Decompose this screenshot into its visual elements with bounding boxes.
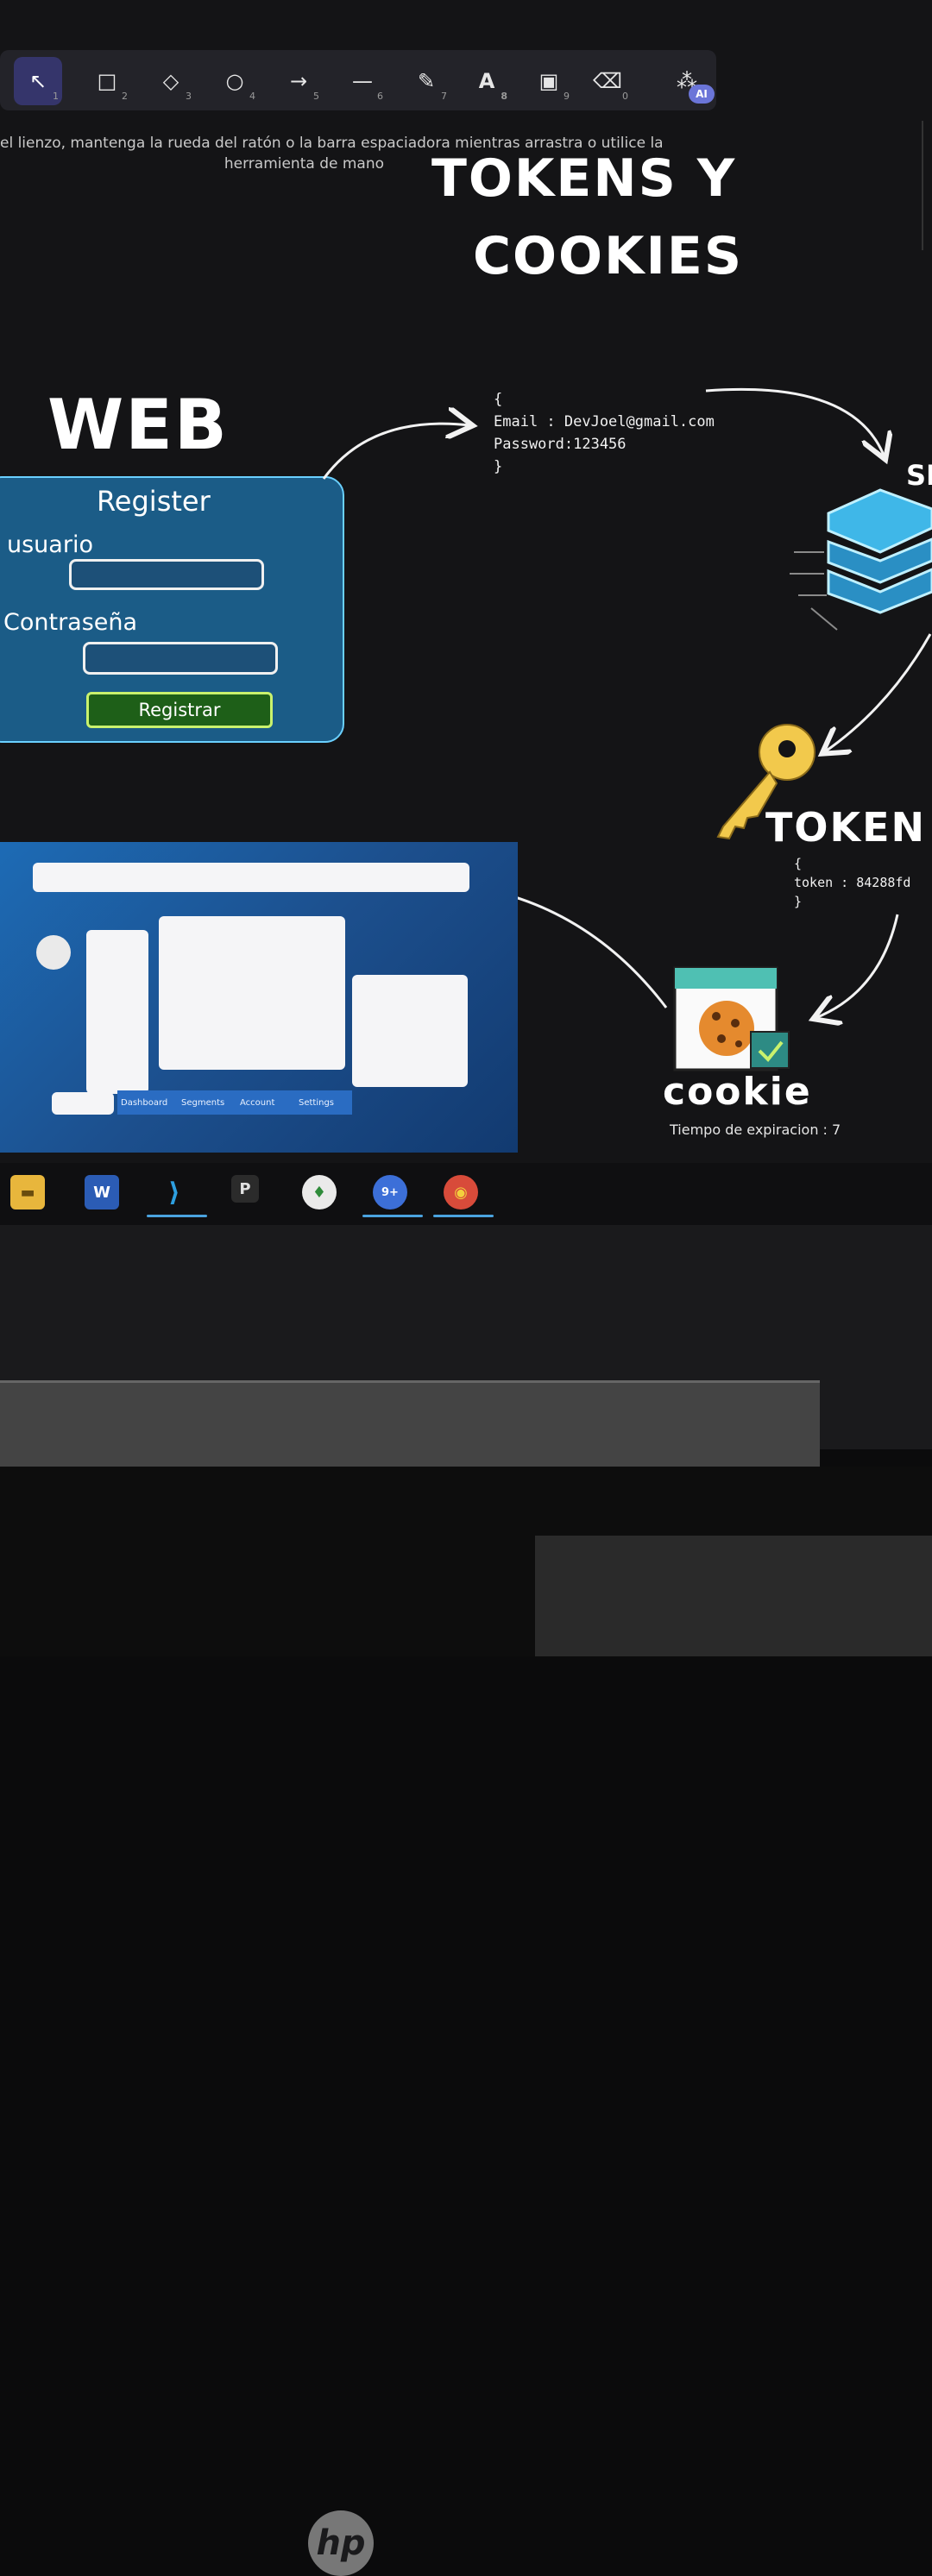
- hint-line-2: herramienta de mano: [224, 155, 384, 173]
- server-icon: [790, 488, 932, 631]
- app-p-icon[interactable]: P: [231, 1175, 259, 1203]
- dashboard-tab[interactable]: Segments: [181, 1098, 225, 1108]
- diamond-icon[interactable]: ◇3: [147, 57, 195, 105]
- key-icon: [716, 724, 816, 840]
- pencil-icon[interactable]: ✎7: [402, 57, 450, 105]
- register-button[interactable]: Registrar: [86, 692, 273, 728]
- dashboard-tab[interactable]: Dashboard: [121, 1098, 168, 1108]
- register-title: Register: [97, 485, 211, 518]
- username-input[interactable]: [69, 559, 264, 590]
- tool-glyph: —: [352, 69, 373, 93]
- file-explorer-icon[interactable]: ▬: [10, 1175, 45, 1209]
- arrow-token-to-cookie: [816, 914, 899, 1018]
- app-active-indicator: [362, 1215, 423, 1217]
- username-label: usuario: [7, 531, 93, 558]
- tool-glyph: ⌫: [593, 69, 622, 93]
- arrow-credentials-to-server: [705, 387, 885, 457]
- dashboard-main-card: [159, 916, 345, 1070]
- hp-logo: hp: [308, 2510, 374, 2576]
- token-label: TOKEN: [765, 804, 927, 851]
- register-form[interactable]: Register usuario Contraseña Registrar: [0, 476, 344, 743]
- cookie-expiration: Tiempo de expiracion : 7: [670, 1122, 841, 1138]
- canvas-title-line-2: COOKIES: [473, 226, 744, 286]
- dashboard-image[interactable]: Dashboard Segments Account Settings: [0, 842, 518, 1153]
- token-json: { token : 84288fd }: [794, 854, 910, 911]
- dashboard-avatar: [36, 935, 71, 970]
- tool-glyph: □: [97, 69, 117, 93]
- password-label: Contraseña: [3, 609, 138, 636]
- json-email: Email : DevJoel@gmail.com: [494, 413, 715, 430]
- credentials-json: { Email : DevJoel@gmail.com Password:123…: [494, 388, 715, 478]
- tool-shortcut-number: 4: [249, 91, 255, 102]
- tool-glyph: ○: [225, 69, 244, 93]
- line-icon[interactable]: —6: [338, 57, 387, 105]
- circle-icon[interactable]: ○4: [211, 57, 259, 105]
- monitor-stand: [0, 1380, 820, 1469]
- arrow-web-to-credentials: [322, 424, 470, 480]
- tool-shortcut-number: 9: [564, 91, 570, 102]
- server-label: SE: [906, 459, 932, 492]
- chrome-icon[interactable]: ◉: [444, 1175, 478, 1209]
- tool-glyph: →: [289, 69, 308, 93]
- eraser-icon[interactable]: ⌫0: [583, 57, 632, 105]
- image-icon[interactable]: ▣9: [525, 57, 573, 105]
- token-brace-open: {: [794, 856, 803, 871]
- tool-shortcut-number: 1: [53, 91, 59, 102]
- dashboard-tab[interactable]: Account: [240, 1098, 275, 1108]
- dashboard-footer-block: [52, 1092, 114, 1115]
- dashboard-tab[interactable]: Settings: [299, 1098, 335, 1108]
- tool-shortcut-number: 7: [441, 91, 447, 102]
- tool-shortcut-number: 2: [122, 91, 128, 102]
- canvas-hint: el lienzo, mantenga la rueda del ratón o…: [0, 133, 690, 174]
- token-value: token : 84288fd: [794, 875, 911, 890]
- tool-shortcut-number: 3: [186, 91, 192, 102]
- token-brace-close: }: [794, 894, 803, 909]
- cookie-browser-icon: [673, 966, 790, 1071]
- keyboard-edge: [535, 1536, 932, 1656]
- json-brace-close: }: [494, 458, 503, 475]
- web-label: WEB: [47, 385, 229, 465]
- json-password: Password:123456: [494, 436, 627, 453]
- arrow-server-to-token: [824, 633, 932, 752]
- tool-shortcut-number: 8: [501, 91, 507, 102]
- flow-arrows: [322, 387, 932, 1071]
- rectangle-icon[interactable]: □2: [83, 57, 131, 105]
- tool-glyph: ✎: [417, 69, 436, 93]
- tool-shortcut-number: 6: [377, 91, 383, 102]
- tool-glyph: ↖: [28, 69, 47, 93]
- app-badge-icon[interactable]: 9+: [373, 1175, 407, 1209]
- ai-badge[interactable]: AI: [689, 85, 715, 104]
- dashboard-side-card: [352, 975, 468, 1087]
- dashboard-tab-bar: [117, 1090, 352, 1115]
- canvas-title-line-1: TOKENS Y: [431, 148, 737, 209]
- word-icon[interactable]: W: [85, 1175, 119, 1209]
- tool-glyph: A: [478, 69, 495, 93]
- password-input[interactable]: [83, 642, 278, 675]
- cookie-label: cookie: [663, 1070, 812, 1114]
- arrow-icon[interactable]: →5: [274, 57, 323, 105]
- vscode-active-indicator: [147, 1215, 207, 1217]
- dashboard-sidebar: [86, 930, 148, 1094]
- taskbar-notification-badge: 9+: [381, 1185, 399, 1199]
- hint-line-1: el lienzo, mantenga la rueda del ratón o…: [0, 135, 664, 152]
- cursor-icon[interactable]: ↖1: [14, 57, 62, 105]
- side-panel-edge: [922, 121, 932, 250]
- vscode-icon[interactable]: ⟩: [168, 1177, 180, 1208]
- dashboard-search-bar: [33, 863, 469, 892]
- tool-shortcut-number: 0: [622, 91, 628, 102]
- taskbar: ▬ W ⟩ P ♦ 9+ ◉: [0, 1163, 932, 1225]
- mongodb-icon[interactable]: ♦: [302, 1175, 337, 1209]
- tool-glyph: ▣: [538, 69, 559, 93]
- tool-glyph: ◇: [162, 69, 179, 93]
- json-brace-open: {: [494, 391, 503, 408]
- tool-shortcut-number: 5: [313, 91, 319, 102]
- chrome-active-indicator: [433, 1215, 494, 1217]
